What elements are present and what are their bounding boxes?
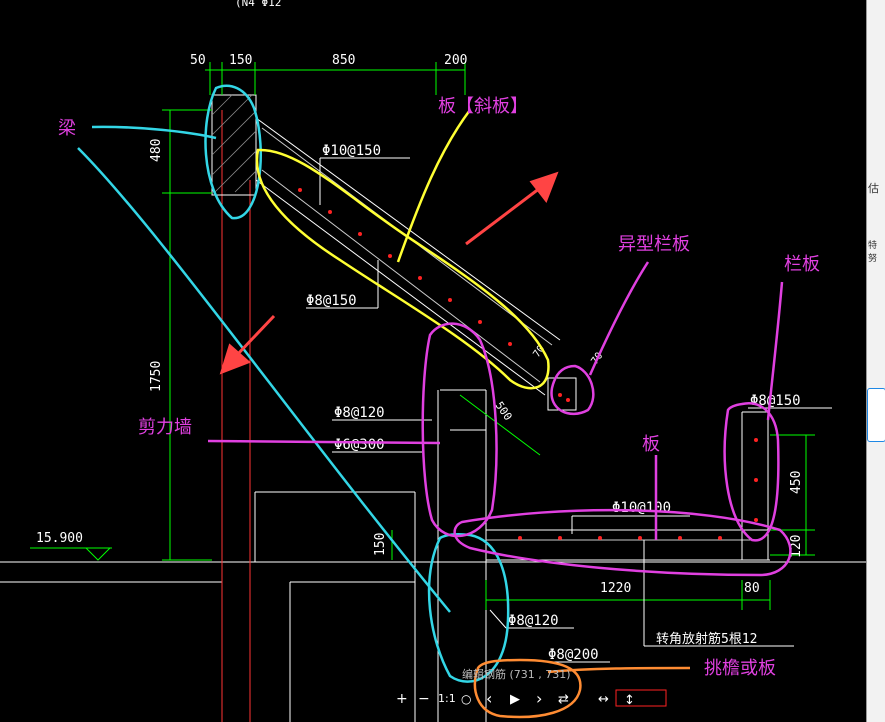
rebar-phi8-150-b: Φ8@150 [750,393,801,409]
magenta-annotations [207,261,792,577]
orange-annotations [473,658,691,719]
status-hint: 编辑钢筋 (731 , 731) [462,667,571,681]
arrow-down-left-icon [219,343,251,375]
dim-1750: 1750 [149,361,164,392]
dim-50: 50 [190,53,206,68]
annotation-text: 梁 板【斜板】 异型栏板 栏板 剪力墙 板 挑檐或板 [58,96,820,679]
dim-450: 450 [789,471,804,494]
label-parapet: 栏板 [784,254,820,275]
label-eave: 挑檐或板 [704,658,776,679]
next-button[interactable]: › [536,689,542,708]
rotate-icon[interactable]: ○ [461,692,471,706]
rebar-phi10-150: Φ10@150 [322,143,381,159]
label-slab: 板 [642,434,660,455]
side-panel-text-1: 估 [868,182,879,195]
dim-120: 120 [789,535,804,558]
side-panel-text-2: 特努 [868,241,878,264]
zoom-in-button[interactable]: + [396,691,408,707]
dim-80: 80 [744,581,760,596]
arrow-up-right-icon [529,171,559,204]
dim-1220: 1220 [600,581,631,596]
viewer-toolbar: + − 1:1 ○ ‹ ▶ › ⇄ ↔ ↕ [396,689,667,708]
rebar-phi8-200: Φ8@200 [548,647,599,663]
label-beam: 梁 [58,118,76,139]
dimension-lines [30,62,815,610]
vflip-button[interactable]: ↕ [624,693,635,708]
dim-150-top: 150 [229,53,252,68]
dim-200: 200 [444,53,467,68]
label-special-parapet: 异型栏板 [618,234,690,255]
label-slab-inclined: 板【斜板】 [438,96,528,117]
rebar-corner-bars: 转角放射筋5根12 [656,631,757,647]
play-button[interactable]: ▶ [510,692,520,707]
beam-hatch [211,94,257,193]
label-shear-wall: 剪力墙 [138,417,192,438]
zoom-out-button[interactable]: − [418,691,430,707]
ratio-button[interactable]: 1:1 [438,692,456,705]
hflip-button[interactable]: ↔ [598,692,609,707]
dim-480: 480 [149,139,164,162]
side-panel-button[interactable] [867,388,885,442]
rebar-phi8-120-b: Φ8@120 [508,613,559,629]
toolbar-box [615,689,667,707]
side-panel [866,0,885,722]
cyan-annotations [77,84,510,683]
fit-button[interactable]: ⇄ [558,692,569,707]
dim-top-cut: (N4 Φ12 [235,0,281,9]
rebar-phi6-300: Φ6@300 [334,437,385,453]
red-arrows [219,171,559,375]
structure-outline [0,94,866,722]
rebar-dots [298,188,758,540]
elevation: 15.900 [36,531,83,546]
rebar-phi8-120-a: Φ8@120 [334,405,385,421]
rebar-phi8-150: Φ8@150 [306,293,357,309]
prev-button[interactable]: ‹ [486,689,492,708]
dim-150-mid: 150 [373,533,388,556]
yellow-annotations [255,109,550,390]
dimension-text: 50 150 850 200 (N4 Φ12 480 1750 150 500 … [36,0,804,596]
dim-850: 850 [332,53,355,68]
rebar-phi10-100: Φ10@100 [612,500,671,516]
